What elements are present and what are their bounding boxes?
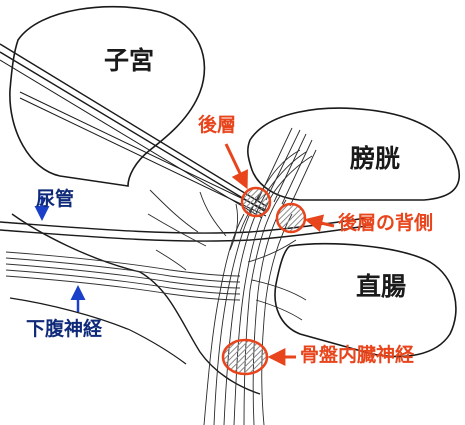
posterior-layer-arrow	[226, 144, 246, 186]
uterus-outline	[10, 7, 205, 186]
pelvic-splanchnic-nerve-marker	[223, 340, 267, 374]
posterior-layer-dorsal-marker	[277, 204, 305, 232]
pelvic-splanchnic-nerve-label: 骨盤内臓神経	[300, 346, 414, 365]
posterior-layer-label: 後層	[198, 116, 236, 135]
bladder-label: 膀胱	[350, 146, 400, 171]
rectum-label: 直腸	[356, 274, 406, 299]
posterior-layer-dorsal-label: 後層の背側	[338, 214, 433, 233]
hypogastric-nerve-label: 下腹神経	[26, 320, 102, 339]
uterus-label: 子宮	[104, 48, 154, 73]
hypogastric-nerve-drawing	[6, 252, 240, 300]
ureter-label: 尿管	[36, 190, 74, 209]
posterior-layer-marker	[242, 188, 270, 216]
